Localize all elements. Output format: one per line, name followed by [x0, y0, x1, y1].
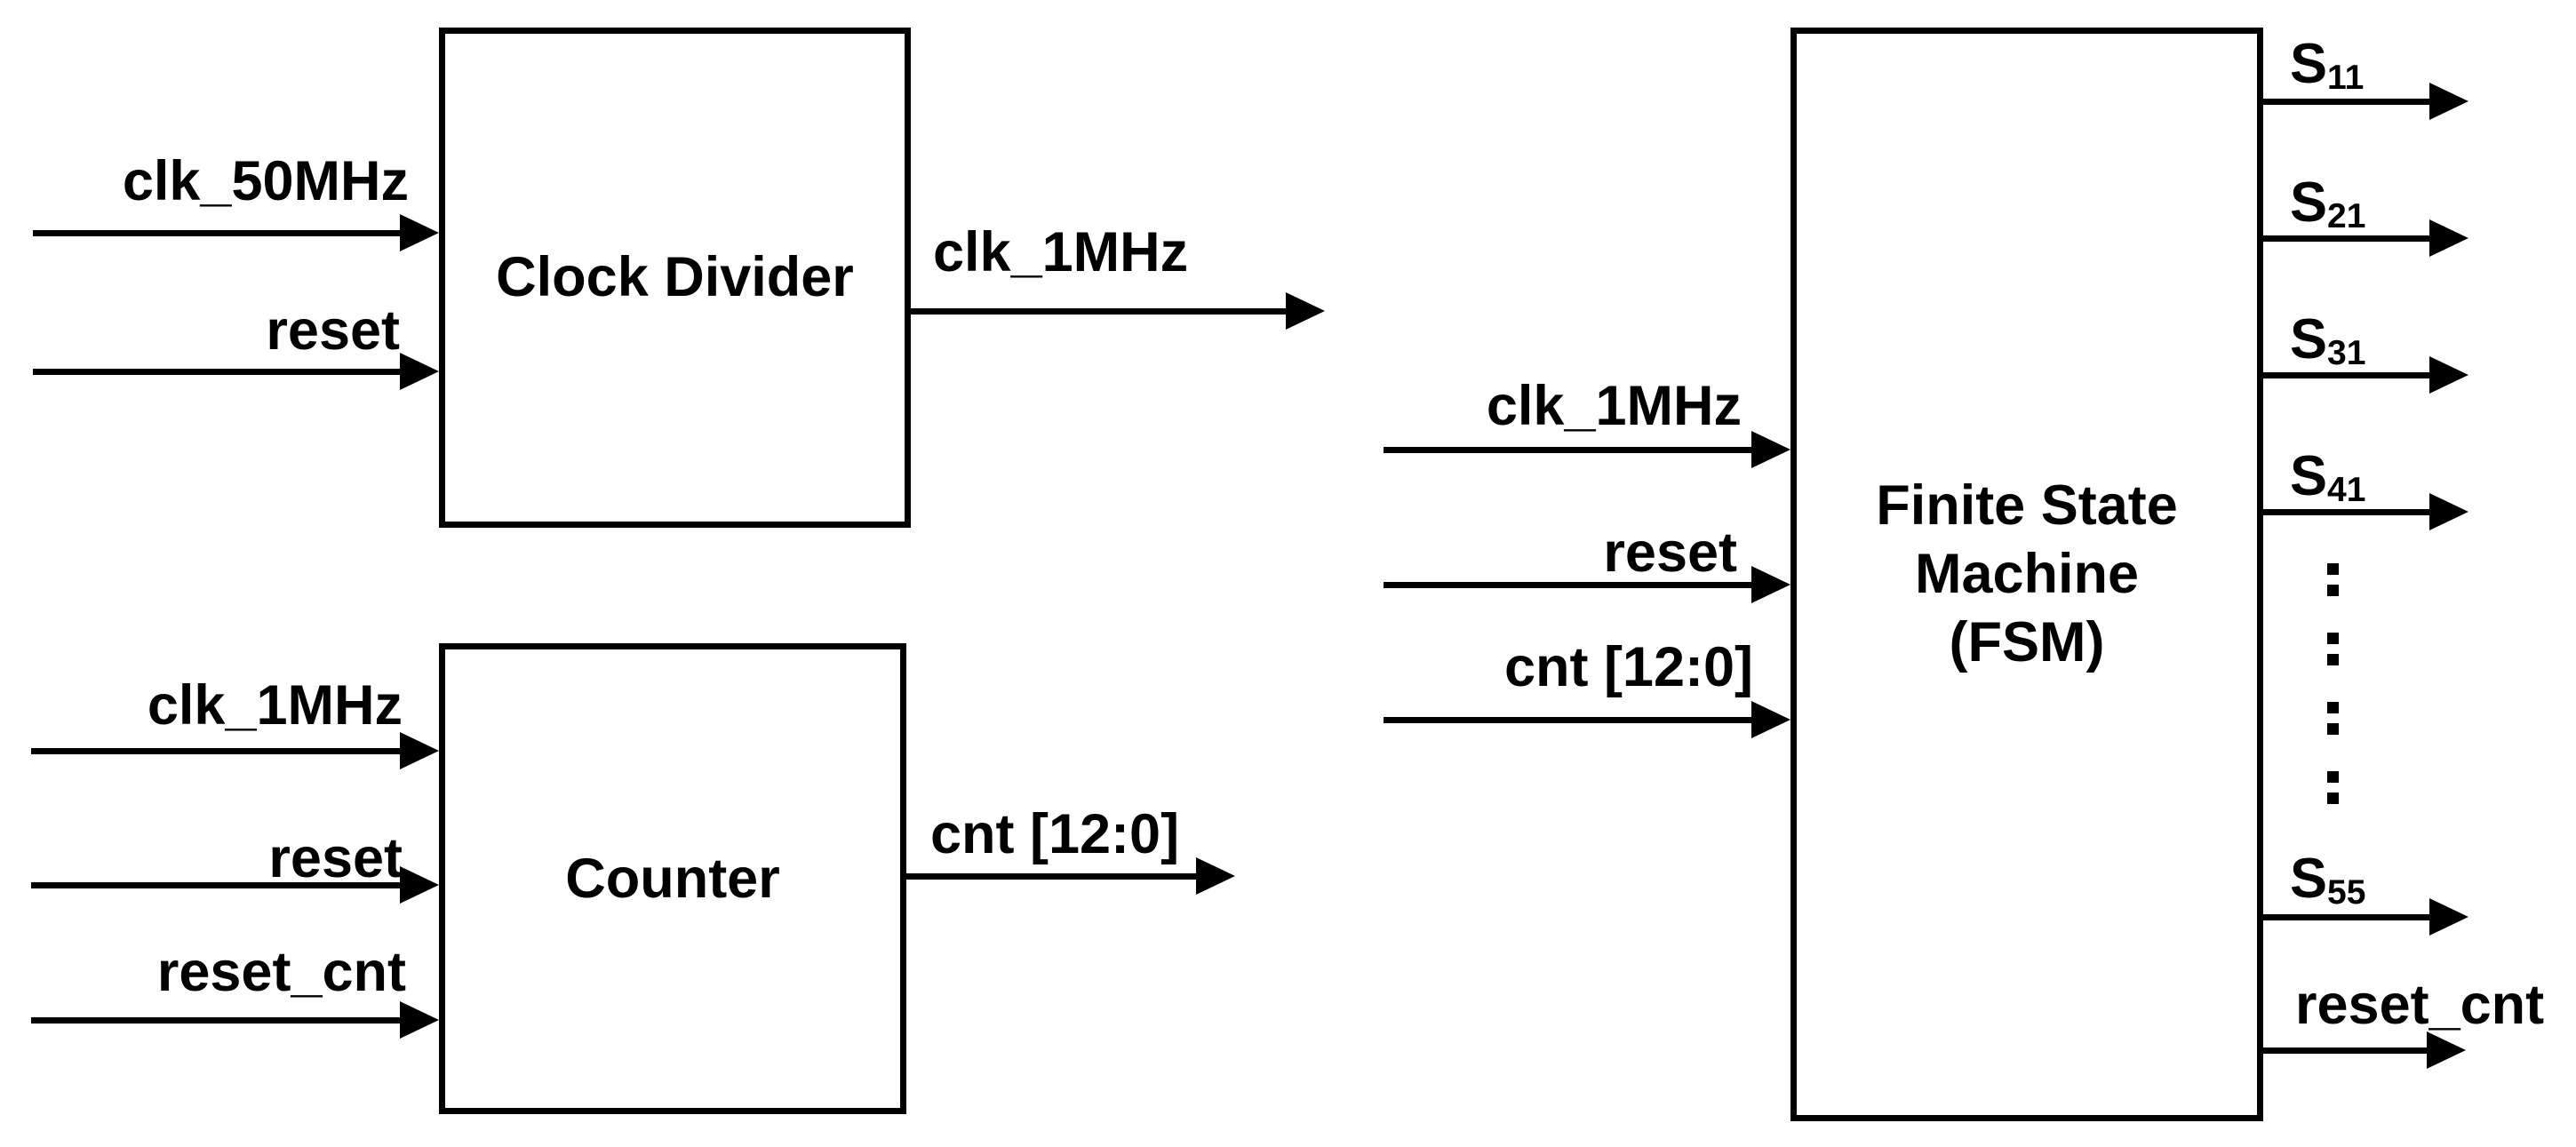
fsm-input-cnt-arrow	[1384, 701, 1790, 738]
counter-input-reset-cnt-arrow	[31, 1001, 439, 1039]
arrowhead-right-icon	[2427, 1032, 2466, 1069]
arrowhead-right-icon	[2429, 898, 2468, 936]
signal-line	[2263, 235, 2436, 242]
arrowhead-right-icon	[400, 1001, 439, 1039]
vertical-ellipsis-dot	[2327, 793, 2339, 804]
counter-output-cnt-arrow	[906, 857, 1235, 895]
signal-line	[31, 1017, 407, 1024]
fsm-output-s41-label: S41	[2290, 445, 2366, 510]
fsm-title: Finite State Machine (FSM)	[1876, 472, 2178, 677]
fsm-output-s55-arrow	[2263, 898, 2468, 936]
signal-line	[2263, 509, 2436, 515]
counter-input-reset-arrow	[31, 866, 439, 904]
arrowhead-right-icon	[400, 214, 439, 251]
arrowhead-right-icon	[2429, 219, 2468, 257]
signal-line	[1384, 582, 1759, 588]
fsm-input-cnt-label: cnt [12:0]	[1503, 636, 1753, 698]
fsm-title-line-1: Finite State	[1876, 474, 2178, 537]
signal-line	[911, 308, 1293, 315]
signal-line	[1384, 447, 1759, 453]
signal-line	[2263, 1047, 2434, 1054]
clock-divider-input-clk50mhz-arrow	[33, 214, 439, 251]
arrowhead-right-icon	[1751, 701, 1790, 738]
signal-line	[2263, 914, 2436, 920]
counter-title: Counter	[565, 847, 780, 910]
counter-input-reset-cnt-label: reset_cnt	[156, 941, 406, 1003]
counter-block: Counter	[439, 643, 906, 1114]
counter-input-reset-label: reset	[268, 827, 403, 889]
signal-line	[1384, 717, 1759, 723]
fsm-output-s21-arrow	[2263, 219, 2468, 257]
fsm-input-clk1mhz-arrow	[1384, 431, 1790, 468]
fsm-output-reset-cnt-label: reset_cnt	[2295, 974, 2545, 1036]
counter-output-cnt-label: cnt [12:0]	[930, 803, 1180, 865]
fsm-output-s11-label: S11	[2290, 33, 2365, 98]
counter-input-clk1mhz-arrow	[31, 732, 439, 769]
signal-line	[906, 873, 1203, 880]
clock-divider-input-reset-arrow	[33, 353, 439, 390]
signal-line	[31, 882, 407, 888]
counter-input-clk1mhz-label: clk_1MHz	[147, 674, 403, 737]
vertical-ellipsis-dot	[2327, 585, 2339, 596]
clock-divider-input-clk50mhz-label: clk_50MHz	[122, 150, 409, 212]
clock-divider-input-reset-label: reset	[266, 299, 400, 362]
arrowhead-right-icon	[2429, 493, 2468, 530]
signal-line	[2263, 99, 2436, 105]
arrowhead-right-icon	[2429, 356, 2468, 394]
fsm-output-s21-label: S21	[2290, 171, 2366, 236]
vertical-ellipsis-dot	[2327, 702, 2339, 713]
clock-divider-block: Clock Divider	[439, 28, 911, 528]
arrowhead-right-icon	[1196, 857, 1235, 895]
arrowhead-right-icon	[400, 732, 439, 769]
fsm-block: Finite State Machine (FSM)	[1790, 28, 2263, 1121]
fsm-input-reset-arrow	[1384, 566, 1790, 603]
arrowhead-right-icon	[400, 866, 439, 904]
fsm-output-s31-arrow	[2263, 356, 2468, 394]
signal-line	[31, 748, 407, 754]
vertical-ellipsis-dot	[2327, 633, 2339, 644]
fsm-title-line-2: Machine	[1914, 543, 2140, 605]
fsm-output-s55-label: S55	[2290, 848, 2366, 912]
fsm-output-s11-arrow	[2263, 83, 2468, 120]
vertical-ellipsis-dot	[2327, 771, 2339, 783]
clock-divider-output-clk1mhz-label: clk_1MHz	[933, 221, 1189, 283]
signal-line	[2263, 372, 2436, 378]
fsm-output-s31-label: S31	[2290, 308, 2366, 373]
arrowhead-right-icon	[400, 353, 439, 390]
fsm-title-line-3: (FSM)	[1949, 611, 2105, 673]
signal-line	[33, 230, 407, 236]
arrowhead-right-icon	[1286, 292, 1325, 330]
fsm-output-s41-arrow	[2263, 493, 2468, 530]
signal-line	[33, 369, 407, 375]
clock-divider-title: Clock Divider	[496, 246, 854, 308]
fsm-output-reset-cnt-arrow	[2263, 1032, 2466, 1069]
fsm-input-reset-label: reset	[1603, 522, 1737, 584]
vertical-ellipsis-dot	[2327, 563, 2339, 575]
fsm-input-clk1mhz-label: clk_1MHz	[1486, 375, 1742, 437]
arrowhead-right-icon	[2429, 83, 2468, 120]
vertical-ellipsis-dot	[2327, 723, 2339, 735]
arrowhead-right-icon	[1751, 431, 1790, 468]
vertical-ellipsis-dot	[2327, 654, 2339, 665]
clock-divider-output-clk1mhz-arrow	[911, 292, 1325, 330]
arrowhead-right-icon	[1751, 566, 1790, 603]
